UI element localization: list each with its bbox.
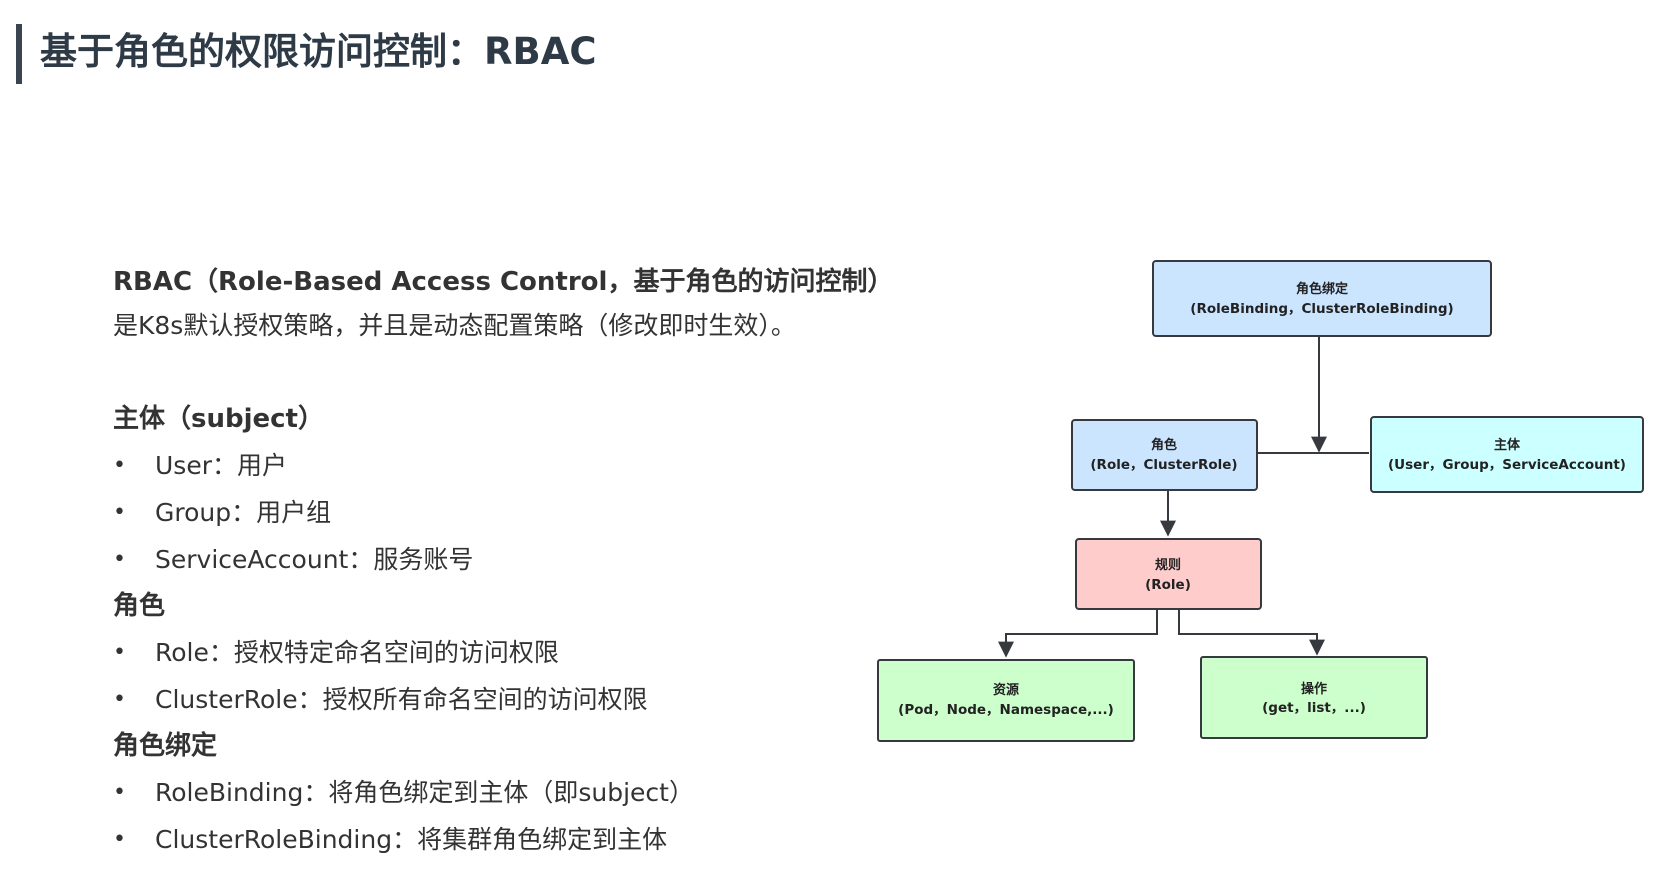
node-role-binding: 角色绑定 (RoleBinding，ClusterRoleBinding): [1152, 260, 1492, 337]
node-operation: 操作 (get，list，...): [1200, 656, 1428, 739]
list-item: • ClusterRoleBinding：将集群角色绑定到主体: [113, 816, 873, 863]
list-item-text: Role：授权特定命名空间的访问权限: [155, 638, 559, 667]
bullet-icon: •: [113, 500, 126, 525]
title-accent-bar: [16, 24, 22, 84]
list-item: • Role：授权特定命名空间的访问权限: [113, 629, 873, 676]
list-item-text: Group：用户组: [155, 498, 332, 527]
section-heading-subject: 主体（subject）: [113, 404, 324, 434]
list-item-text: ClusterRoleBinding：将集群角色绑定到主体: [155, 825, 668, 854]
bullet-icon: •: [113, 780, 126, 805]
node-subtitle: (Pod，Node，Namespace,...): [898, 702, 1114, 718]
list-item-text: RoleBinding：将角色绑定到主体（即subject）: [155, 778, 694, 807]
node-title: 角色绑定: [1296, 281, 1348, 297]
node-subtitle: (Role): [1145, 577, 1191, 593]
bullet-icon: •: [113, 640, 126, 665]
node-title: 操作: [1301, 681, 1327, 697]
node-subtitle: (get，list，...): [1262, 700, 1366, 716]
node-title: 主体: [1494, 437, 1521, 453]
node-subtitle: (Role，ClusterRole): [1090, 457, 1237, 473]
node-title: 资源: [993, 682, 1019, 698]
node-resource: 资源 (Pod，Node，Namespace,...): [877, 659, 1135, 742]
node-rule: 规则 (Role): [1075, 538, 1262, 610]
node-subject: 主体 (User，Group，ServiceAccount): [1370, 416, 1644, 493]
list-item: • RoleBinding：将角色绑定到主体（即subject）: [113, 769, 873, 816]
bullet-icon: •: [113, 453, 126, 478]
node-title: 规则: [1155, 557, 1181, 573]
list-item-text: ClusterRole：授权所有命名空间的访问权限: [155, 685, 648, 714]
page-title: 基于角色的权限访问控制：RBAC: [40, 30, 597, 73]
list-item: • User：用户: [113, 442, 873, 489]
intro-heading: RBAC（Role-Based Access Control，基于角色的访问控制…: [113, 267, 894, 297]
list-item: • Group：用户组: [113, 489, 873, 536]
node-role: 角色 (Role，ClusterRole): [1071, 419, 1258, 491]
edge-rule-to-resource: [998, 610, 1158, 658]
section-heading-binding: 角色绑定: [113, 731, 218, 761]
bullet-icon: •: [113, 547, 126, 572]
bullet-icon: •: [113, 827, 126, 852]
edge-rule-to-operation: [1178, 610, 1325, 656]
connectors: [998, 337, 1369, 658]
intro-description: 是K8s默认授权策略，并且是动态配置策略（修改即时生效）。: [113, 311, 796, 340]
list-item-text: ServiceAccount：服务账号: [155, 545, 474, 574]
list-item: • ServiceAccount：服务账号: [113, 536, 873, 583]
node-subtitle: (RoleBinding，ClusterRoleBinding): [1190, 301, 1453, 317]
list-item: • ClusterRole：授权所有命名空间的访问权限: [113, 676, 873, 723]
bullet-icon: •: [113, 687, 126, 712]
rbac-description: RBAC（Role-Based Access Control，基于角色的访问控制…: [113, 260, 894, 863]
node-subtitle: (User，Group，ServiceAccount): [1388, 457, 1626, 473]
node-title: 角色: [1151, 437, 1177, 453]
list-item-text: User：用户: [155, 451, 287, 480]
section-heading-role: 角色: [113, 591, 166, 621]
